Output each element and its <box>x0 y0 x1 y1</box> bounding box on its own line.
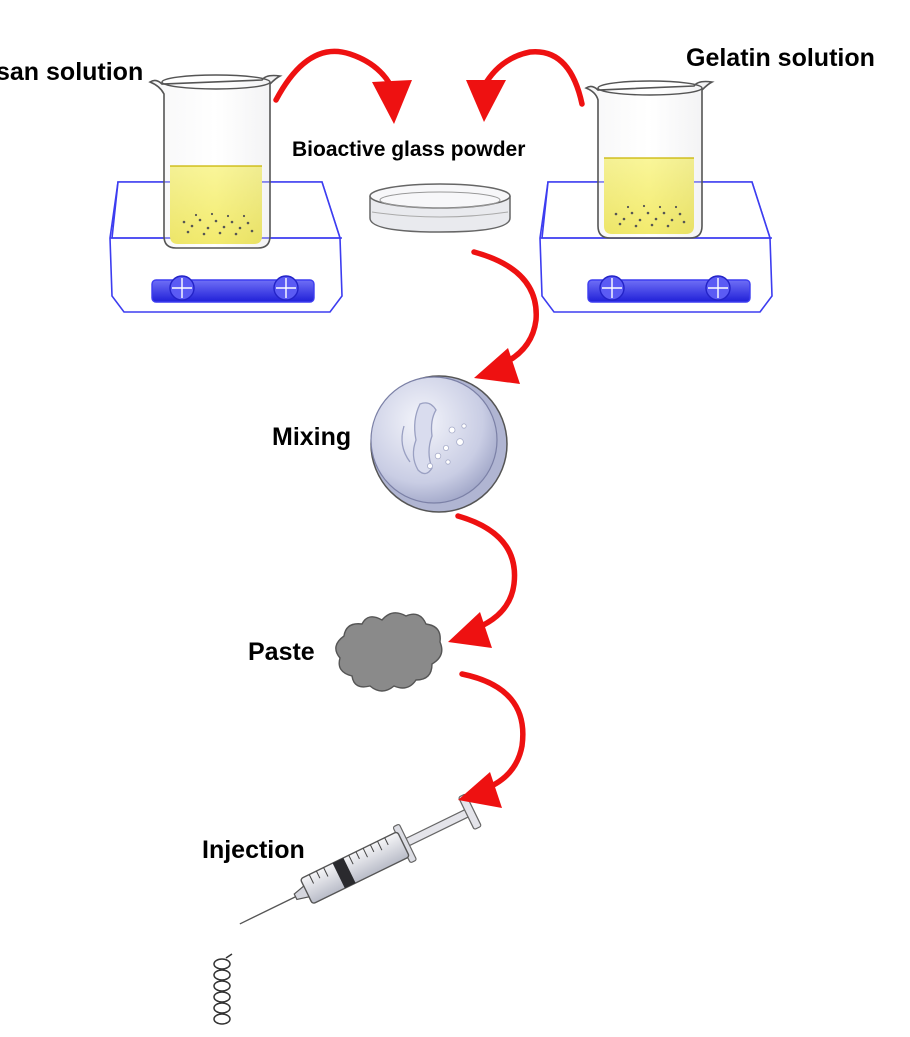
gelatin-solution-label: Gelatin solution <box>686 44 875 72</box>
powder-particles-left <box>182 212 254 236</box>
petri-dish-icon <box>369 183 511 233</box>
chitosan-solution-label: san solution <box>0 58 144 86</box>
mixing-label: Mixing <box>272 423 352 451</box>
paste-label: Paste <box>248 638 315 666</box>
mixing-dish-icon <box>370 375 508 513</box>
beaker-right <box>584 80 715 239</box>
coil-icon <box>213 953 233 1025</box>
curved-arrow-icon <box>273 48 395 103</box>
curved-arrow-icon <box>481 49 585 107</box>
curved-arrow-icon <box>459 671 526 793</box>
bioactive-glass-label: Bioactive glass powder <box>292 138 526 161</box>
injection-label: Injection <box>202 836 305 864</box>
beaker-icon <box>148 74 283 249</box>
curved-arrow-icon <box>471 249 539 369</box>
arrows <box>273 48 585 793</box>
beaker-left <box>148 74 283 249</box>
beaker-icon <box>584 80 715 239</box>
arrow-heads <box>372 80 520 808</box>
powder-particles-right <box>614 204 686 228</box>
curved-arrow-icon <box>455 513 518 633</box>
paste-blob-icon <box>335 612 443 692</box>
syringe-icon <box>213 793 482 1025</box>
